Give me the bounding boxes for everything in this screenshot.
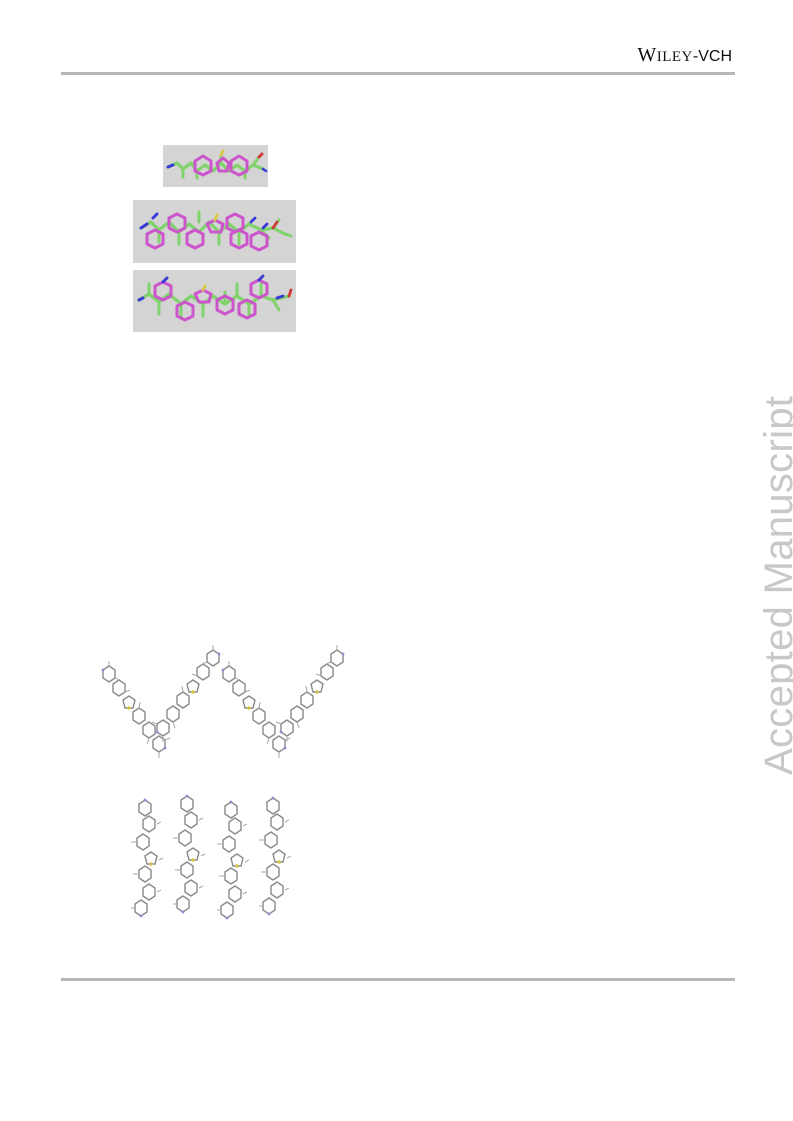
crystal-packing-zigzag-svg: [100, 644, 346, 759]
molecule-overlay-panel-1: [163, 145, 268, 187]
publisher-logo: WILEY-VCH: [637, 44, 732, 67]
molecule-overlay-1-figure: [166, 149, 268, 180]
publisher-initial: W: [637, 44, 657, 66]
publisher-suffix: -VCH: [692, 48, 732, 65]
footer-rule: [61, 978, 735, 981]
molecule-overlay-3-figure: [137, 274, 293, 322]
molecule-overlay-panel-2: [133, 200, 296, 263]
header-rule: [61, 72, 735, 75]
accepted-manuscript-watermark: Accepted Manuscript: [757, 395, 793, 775]
crystal-packing-stacked-svg: [130, 793, 292, 921]
molecule-overlay-panel-3: [133, 270, 296, 332]
crystal-packing-stacked-figure: [125, 792, 310, 927]
publisher-name: ILEY: [656, 49, 693, 65]
crystal-packing-zigzag-figure: [95, 640, 360, 780]
molecule-overlay-2-figure: [139, 210, 293, 252]
